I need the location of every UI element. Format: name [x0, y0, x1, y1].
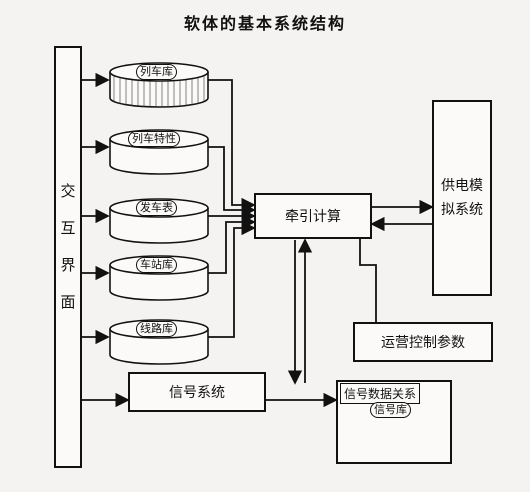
db-label-train-library: 列车库 — [136, 64, 177, 80]
db-label-signal-library: 信号库 — [370, 402, 411, 418]
interaction-label: 交互界面 — [58, 183, 77, 331]
traction-calculation-box: 牵引计算 — [254, 193, 372, 239]
power-simulation-box: 供电模拟系统 — [432, 100, 492, 296]
db-label-train-characteristics: 列车特性 — [128, 131, 180, 147]
operation-label: 运营控制参数 — [381, 335, 465, 351]
power-label: 供电模拟系统 — [441, 178, 483, 218]
db-label-route-library: 线路库 — [136, 321, 177, 337]
db-label-departure-table: 发车表 — [136, 200, 177, 216]
operation-params-box: 运营控制参数 — [353, 322, 493, 362]
signal-relation-label: 信号数据关系 — [340, 383, 421, 404]
signal-system-box: 信号系统 — [128, 372, 266, 412]
signal-label: 信号系统 — [169, 385, 225, 401]
interaction-interface-box: 交互界面 — [54, 46, 82, 468]
diagram-title: 软体的基本系统结构 — [183, 14, 346, 33]
db-label-station-library: 车站库 — [136, 257, 177, 273]
traction-label: 牵引计算 — [285, 209, 341, 225]
